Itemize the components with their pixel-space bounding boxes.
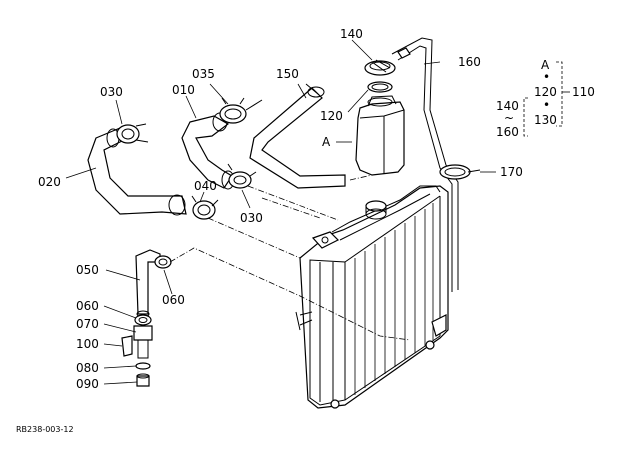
clamp-035	[219, 97, 263, 124]
note-dot-2: •	[543, 98, 550, 112]
label-010: 010	[172, 83, 195, 97]
bracket-notes	[523, 61, 570, 137]
overflow-hose-160	[391, 37, 459, 292]
label-040: 040	[194, 179, 217, 193]
label-030-left: 030	[100, 85, 123, 99]
part-labels: 140 160 150 120 A 035 010 030 020 040 03…	[16, 27, 595, 434]
note-110: 110	[572, 85, 595, 99]
label-100: 100	[76, 337, 99, 351]
label-050: 050	[76, 263, 99, 277]
label-160: 160	[458, 55, 481, 69]
clamp-030-left	[116, 123, 149, 144]
label-070: 070	[76, 317, 99, 331]
clamp-170	[439, 164, 481, 180]
note-160: 160	[496, 125, 519, 139]
label-060-left: 060	[76, 299, 99, 313]
reserve-tank	[355, 59, 405, 176]
washer-080	[135, 362, 151, 370]
clamp-040	[191, 195, 219, 220]
note-120: 120	[534, 85, 557, 99]
note-130: 130	[534, 113, 557, 127]
clamp-060-upper	[154, 255, 172, 269]
hose-150	[249, 83, 346, 189]
note-a: A	[541, 58, 550, 72]
hose-010	[181, 112, 235, 190]
note-tilde: ~	[504, 111, 514, 125]
label-170: 170	[500, 165, 523, 179]
radiator	[295, 185, 449, 409]
label-120: 120	[320, 109, 343, 123]
label-035: 035	[192, 67, 215, 81]
note-dot-1: •	[543, 70, 550, 84]
drain-cock-070	[133, 325, 153, 359]
label-020: 020	[38, 175, 61, 189]
label-080: 080	[76, 361, 99, 375]
label-060-right: 060	[162, 293, 185, 307]
diagram-code: RB238-003-12	[16, 425, 74, 434]
connection-lines	[169, 174, 411, 341]
handle-100	[121, 335, 133, 357]
note-140: 140	[496, 99, 519, 113]
label-090: 090	[76, 377, 99, 391]
plug-090	[136, 373, 150, 387]
leader-lines	[65, 39, 496, 385]
clamp-060-lower	[134, 314, 152, 326]
hose-020	[87, 127, 187, 216]
clamp-030-right	[227, 163, 257, 189]
label-150: 150	[276, 67, 299, 81]
label-140: 140	[340, 27, 363, 41]
label-a-callout: A	[322, 135, 331, 149]
label-030-right: 030	[240, 211, 263, 225]
